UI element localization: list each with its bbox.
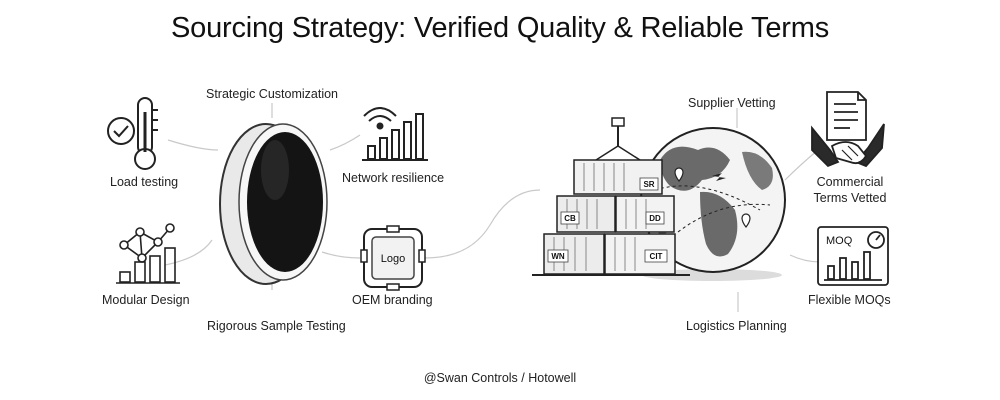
- moq-badge-text: MOQ: [826, 235, 853, 247]
- label-logistics-planning: Logistics Planning: [686, 319, 787, 333]
- label-commercial-terms-vetted: Commercial Terms Vetted: [804, 174, 896, 206]
- shipping-containers-icon: SR CB DD WN CIT: [532, 117, 690, 276]
- wifi-signal-bars-icon: [362, 107, 428, 161]
- label-oem-branding: OEM branding: [352, 293, 433, 307]
- label-load-testing: Load testing: [110, 175, 179, 189]
- container-tag-cb: CB: [564, 214, 576, 223]
- network-bar-chart-icon: [116, 223, 180, 284]
- container-tag-wn: WN: [551, 252, 565, 261]
- label-terms-vetted: Terms Vetted: [813, 191, 887, 205]
- credit-text: @Swan Controls / Hotowell: [423, 371, 577, 385]
- label-strategic-customization: Strategic Customization: [206, 87, 339, 101]
- moq-chart-gauge-icon: MOQ: [817, 226, 889, 286]
- label-flexible-moqs: Flexible MOQs: [808, 293, 891, 307]
- page-title: Sourcing Strategy: Verified Quality & Re…: [171, 12, 829, 44]
- label-rigorous-sample-testing: Rigorous Sample Testing: [207, 319, 346, 333]
- label-network-resilience: Network resilience: [342, 171, 445, 185]
- label-commercial: Commercial: [816, 175, 884, 189]
- thermostat-device-icon: [219, 123, 328, 285]
- logo-badge-icon: Logo: [360, 225, 426, 291]
- handshake-contract-icon: [811, 91, 885, 168]
- container-tag-sr: SR: [643, 180, 654, 189]
- label-modular-design: Modular Design: [102, 293, 190, 307]
- label-supplier-vetting: Supplier Vetting: [688, 96, 776, 110]
- thermometer-check-icon: [107, 97, 158, 170]
- logo-badge-text: Logo: [381, 253, 405, 265]
- container-tag-dd: DD: [649, 214, 661, 223]
- container-tag-cit: CIT: [650, 252, 663, 261]
